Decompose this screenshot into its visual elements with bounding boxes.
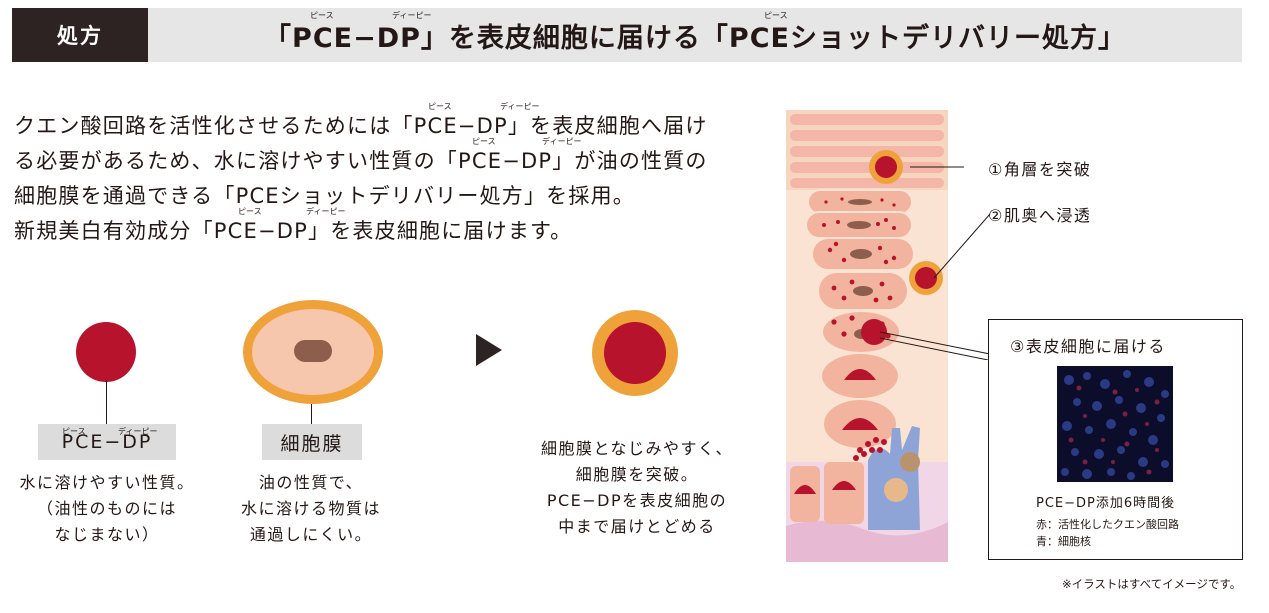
cell-membrane-icon: [243, 300, 383, 404]
ruby-pce-1: ピース: [428, 102, 452, 111]
pce-connector-line: [106, 380, 107, 424]
membrane-connector-line: [311, 404, 312, 424]
annotation-lines: [880, 166, 991, 360]
ruby-dp-2: ディーピー: [542, 137, 582, 146]
result-caption-3: PCE−DPを表皮細胞の: [546, 491, 728, 510]
result-caption-1: 細胞膜となじみやすく、: [540, 439, 734, 458]
membrane-caption-2: 水に溶ける物質は: [240, 499, 381, 518]
intro-line-2: る必要があるため、水に溶けやすい性質の「PCE−DP」が油の性質の: [14, 149, 708, 173]
pce-caption-3: なじまない）: [54, 525, 160, 544]
membrane-caption-3: 通過しにくい。: [249, 525, 373, 544]
ruby-pce-label: ピース: [62, 427, 86, 436]
granular-cells: [805, 189, 915, 448]
intro-line-3: 細胞膜を通過できる「PCEショットデリバリー処方」を採用。: [14, 184, 635, 208]
ruby-dp-1: ディーピー: [500, 102, 540, 111]
ruby-pce-4: ピース: [238, 207, 262, 216]
ruby-dp-4: ディーピー: [306, 207, 346, 216]
pce-dp-molecule-icon: [76, 322, 136, 382]
header-tag: 処方: [12, 8, 148, 62]
skin-illustration: [786, 110, 948, 562]
intro-line-4: 新規美白有効成分「PCE−DP」を表皮細胞に届けます。: [14, 219, 573, 243]
ruby-pce-title: ピース: [310, 11, 334, 20]
pce-caption-2: （油性のものには: [36, 499, 177, 518]
pce-dp-label: PCE−DP: [38, 424, 176, 460]
membrane-label: 細胞膜: [262, 424, 362, 460]
micrograph-caption: PCE−DP添加6時間後: [1036, 496, 1176, 511]
ruby-dp-title: ディーピー: [392, 11, 432, 20]
delivered-pce-icon: [592, 310, 678, 396]
header-bar: [12, 8, 1242, 62]
arrow-right-icon: [476, 334, 502, 366]
ruby-pce-title-2: ピース: [764, 11, 788, 20]
membrane-caption-1: 油の性質で、: [258, 473, 364, 492]
ruby-dp-label: ディーピー: [118, 427, 158, 436]
micrograph-image: [1057, 366, 1173, 482]
pce-caption-1: 水に溶けやすい性質。: [19, 473, 195, 492]
legend-blue: 青：細胞核: [1036, 535, 1091, 548]
step-2-label: ②肌奥へ浸透: [988, 206, 1092, 225]
intro-line-1: クエン酸回路を活性化させるためには「PCE−DP」を表皮細胞へ届け: [14, 114, 708, 138]
result-caption-4: 中まで届けとどめる: [558, 517, 716, 536]
legend-red: 赤：活性化したクエン酸回路: [1036, 518, 1179, 531]
page-title: 「PCE−DP」を表皮細胞に届ける「PCEショットデリバリー処方」: [264, 22, 1126, 54]
footnote: ※イラストはすべてイメージです。: [1062, 577, 1242, 591]
ruby-pce-2: ピース: [472, 137, 496, 146]
step-3-label: ③表皮細胞に届ける: [1010, 337, 1166, 356]
step-1-label: ①角層を突破: [988, 160, 1092, 179]
result-caption-2: 細胞膜を突破。: [575, 465, 699, 484]
